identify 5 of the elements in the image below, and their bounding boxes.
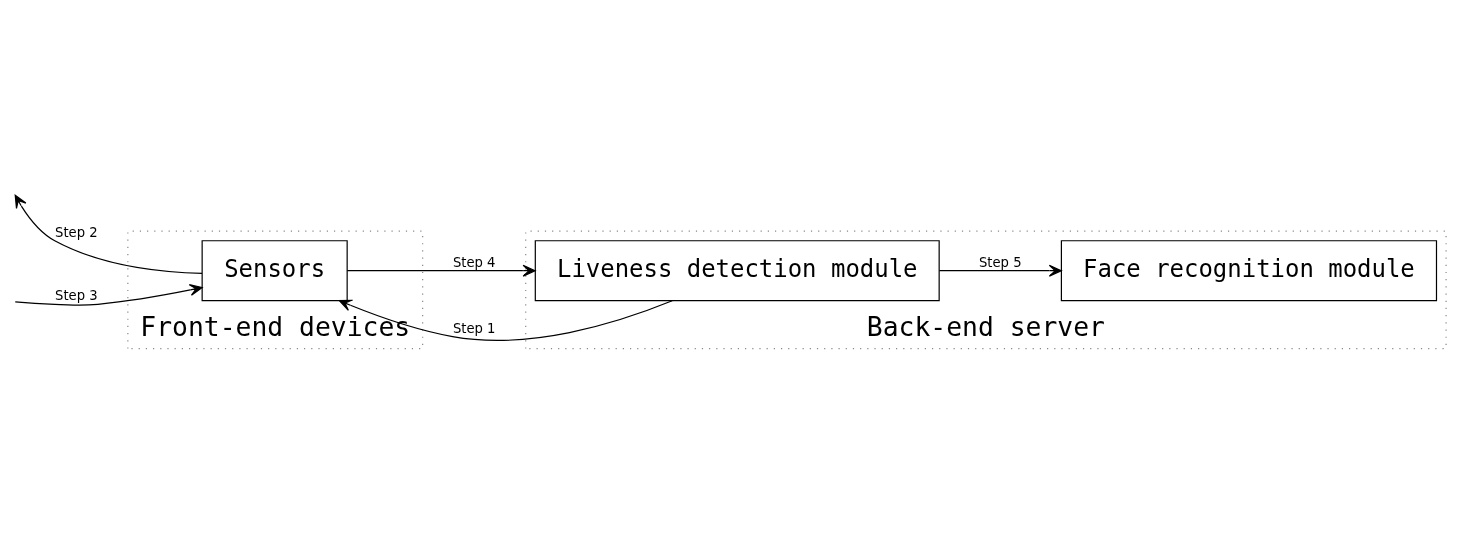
edge-label: Step 3 bbox=[55, 287, 98, 303]
edge-label: Step 5 bbox=[979, 254, 1022, 270]
edge-label: Step 4 bbox=[452, 254, 496, 270]
edge-label: Step 2 bbox=[55, 224, 98, 240]
edge-label: Step 1 bbox=[452, 320, 496, 336]
